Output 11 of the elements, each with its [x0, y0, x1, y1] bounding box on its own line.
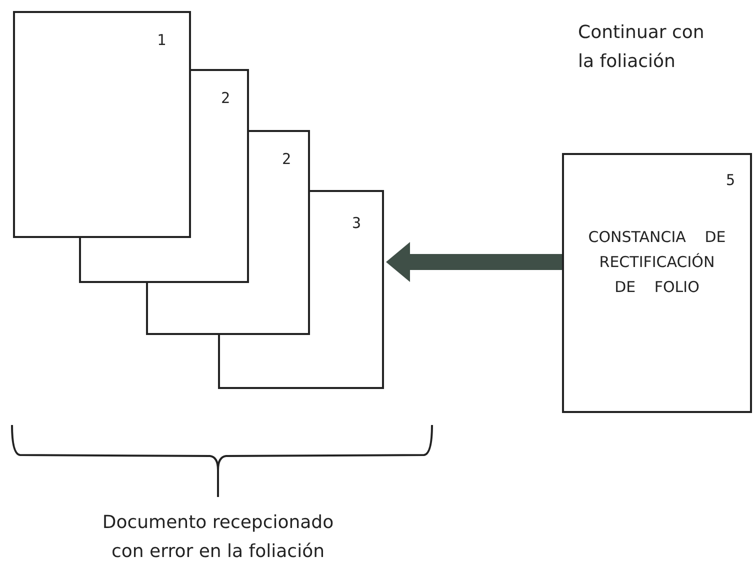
page-number: 5	[726, 171, 736, 189]
arrow	[386, 242, 562, 282]
page-sheet	[13, 11, 191, 238]
instruction-note: Continuar con la foliación	[578, 21, 706, 74]
page-number: 1	[157, 31, 166, 49]
document-title: CONSTANCIA DE RECTIFICACIÓN DE FOLIO	[587, 227, 727, 298]
page-number: 3	[352, 214, 362, 232]
bracket-caption: Documento recepcionado con error en la foliación	[101, 511, 335, 564]
document-box	[562, 153, 752, 413]
page-number: 2	[221, 89, 230, 107]
page-number: 2	[282, 150, 292, 168]
